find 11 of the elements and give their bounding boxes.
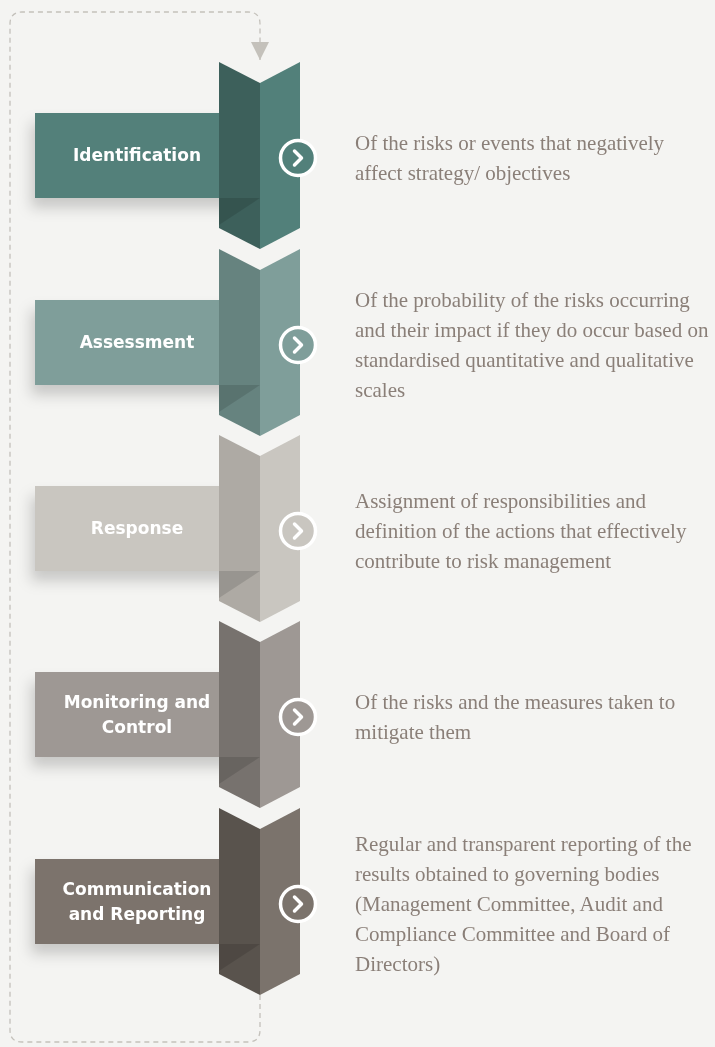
stage-label: Communication and Reporting [61, 877, 213, 926]
description-text: Of the probability of the risks occurring and their impact if they do occur based on standardised quantitative and qualitative scales [355, 287, 710, 404]
stage-label: Response [90, 517, 184, 540]
description-text: Regular and transparent reporting of the results obtained to governing bodies (Management Committee, Audit and Compliance Committee and Board of Directors) [355, 831, 693, 978]
stage-label: Identification [73, 144, 201, 167]
stage-label: Monitoring and Control [62, 690, 212, 739]
loop-arrow [9, 11, 269, 1043]
description-text: Assignment of responsibilities and definition of the actions that effectively contribute to risk management [355, 488, 688, 575]
description-text: Of the risks and the measures taken to mitigate them [355, 689, 677, 746]
stage-label: Assessment [79, 331, 195, 354]
description-text: Of the risks or events that negatively affect strategy/ objectives [355, 130, 666, 187]
